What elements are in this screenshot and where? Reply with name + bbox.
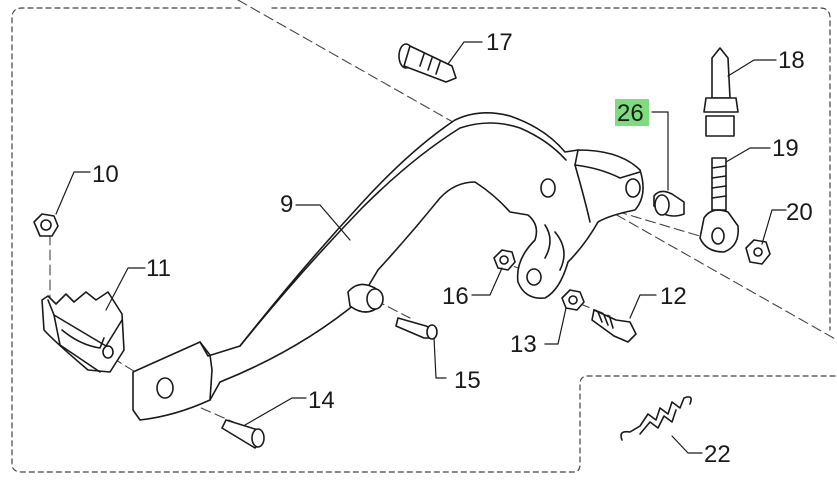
callout-label-11: 11 [146,255,171,282]
callout-label-13: 13 [510,331,537,358]
dashed-frame [11,7,837,473]
callout-label-20: 20 [786,199,813,226]
return-spring [620,396,692,441]
nut-16 [493,249,516,271]
bolt-12 [591,309,637,343]
callout-labels: 9 10 11 12 13 14 15 16 17 18 19 20 22 26 [92,29,813,468]
callout-label-16: 16 [442,283,469,310]
bolt-17 [398,43,457,83]
callout-label-18: 18 [778,47,805,74]
callout-label-15: 15 [454,367,481,394]
screw-14 [221,419,265,449]
nut-13 [561,289,585,311]
nut-20 [745,239,771,265]
brake-pedal [132,112,644,421]
callout-label-9: 9 [280,191,293,218]
callout-label-10: 10 [92,161,119,188]
pivot-bushing [347,283,384,313]
callout-label-17: 17 [486,29,513,56]
leader-lines [55,41,787,454]
callout-26-highlight [615,99,649,126]
bushing-26 [653,190,685,217]
nut-10 [33,213,59,237]
pedal-pad [41,291,125,373]
linkage-rod [699,47,740,253]
callout-label-12: 12 [660,283,687,310]
callout-label-19: 19 [772,135,799,162]
callout-label-26: 26 [617,100,644,127]
callout-label-22: 22 [704,441,731,468]
bolt-15 [395,317,438,340]
callout-label-14: 14 [308,387,335,414]
